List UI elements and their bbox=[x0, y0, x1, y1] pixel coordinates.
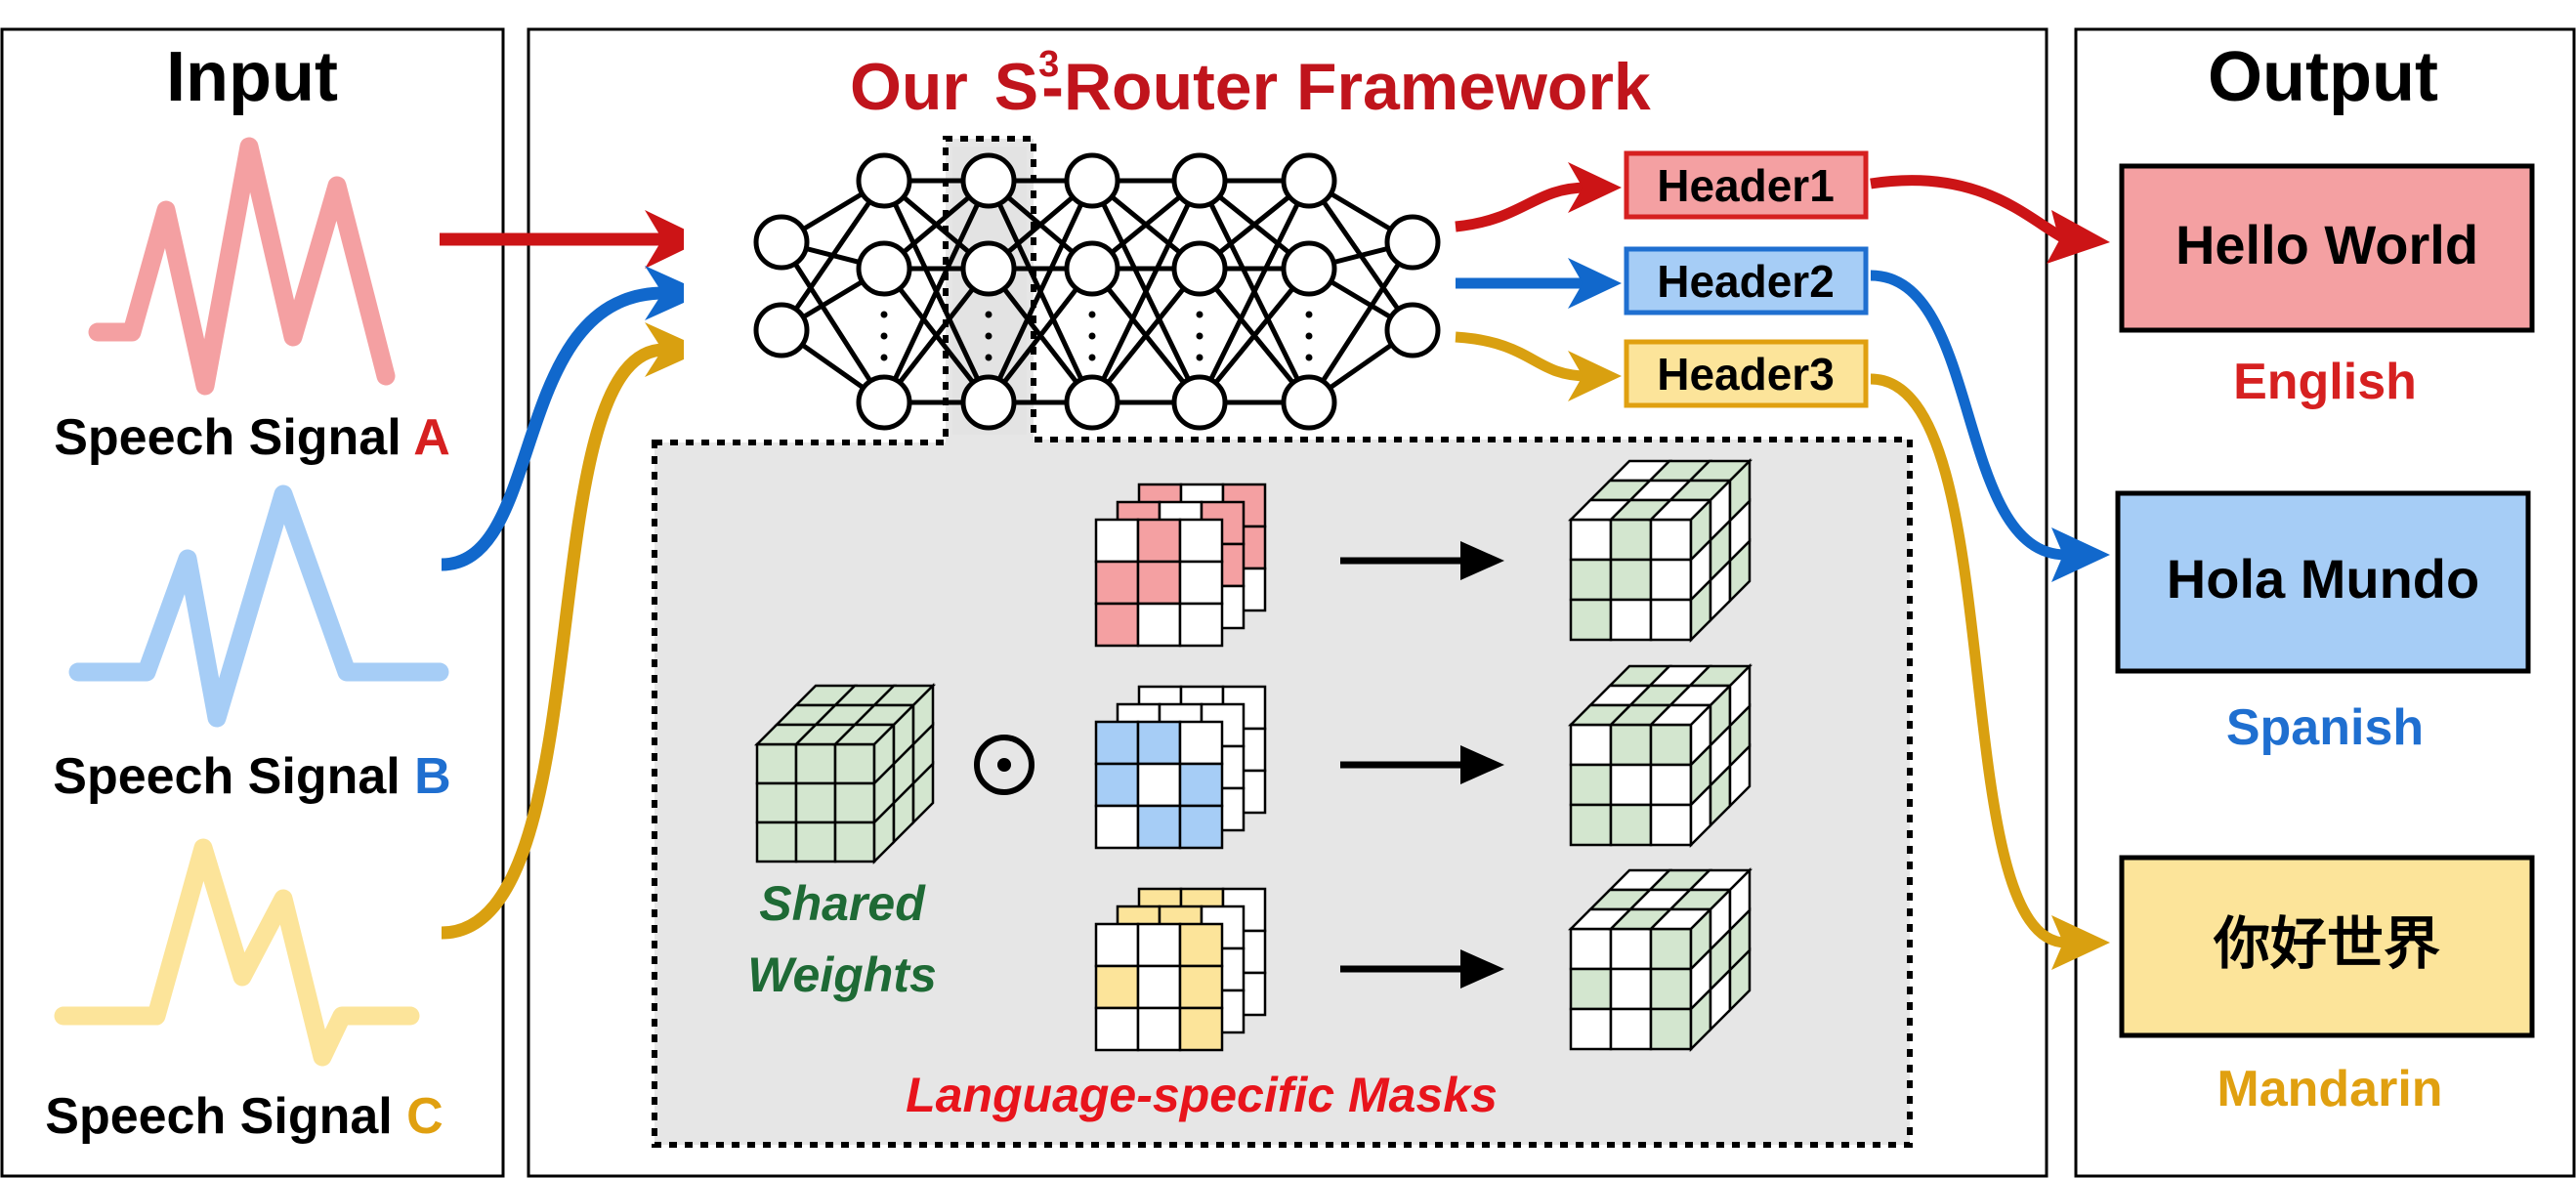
elementwise-product-symbol bbox=[974, 735, 1035, 795]
header-3-box: Header3 bbox=[1624, 339, 1869, 408]
nn-node-6-1 bbox=[1384, 302, 1441, 358]
speech-signal-c-letter: C bbox=[406, 1088, 443, 1145]
speech-signal-b-letter: B bbox=[414, 748, 451, 805]
header-2-box: Header2 bbox=[1624, 246, 1869, 316]
nn-node-1-1 bbox=[856, 240, 912, 297]
nn-node-5-2 bbox=[1281, 374, 1337, 431]
mask-arrow-3 bbox=[1340, 949, 1504, 989]
shared-weights-label-line1: Shared bbox=[759, 876, 926, 931]
nn-node-3-2 bbox=[1064, 374, 1120, 431]
nn-node-5-0 bbox=[1281, 152, 1337, 209]
input-title: Input bbox=[166, 38, 338, 116]
header-1-label: Header1 bbox=[1657, 160, 1835, 211]
output-title: Output bbox=[2208, 38, 2438, 116]
nn-ellipsis-dot bbox=[880, 311, 888, 318]
header-2-label: Header2 bbox=[1657, 256, 1835, 307]
nn-ellipsis-dot bbox=[985, 311, 992, 318]
speech-signal-b-text: Speech Signal bbox=[53, 748, 414, 805]
nn-ellipsis-dot bbox=[1196, 332, 1204, 340]
nn-ellipsis-dot bbox=[1305, 311, 1313, 318]
header1-to-output-arrow bbox=[1870, 175, 2110, 264]
output-mandarin-box: 你好世界 bbox=[2119, 855, 2535, 1038]
speech-wave-c bbox=[54, 838, 420, 1067]
mask-stack-2 bbox=[1094, 685, 1267, 850]
header-1-box: Header1 bbox=[1624, 150, 1869, 220]
output-spanish-box: Hola Mundo bbox=[2115, 490, 2531, 674]
nn-ellipsis-dot bbox=[880, 332, 888, 340]
speech-wave-a bbox=[88, 137, 396, 396]
speech-signal-a-text: Speech Signal bbox=[54, 409, 413, 466]
nn-ellipsis-dot bbox=[985, 354, 992, 361]
cubes-layer bbox=[753, 457, 1753, 1053]
output-cube-3 bbox=[1567, 866, 1753, 1053]
input-arrow-red bbox=[440, 210, 705, 269]
output-english-language: English bbox=[2233, 354, 2417, 410]
output-cube-2 bbox=[1567, 662, 1753, 849]
output-mandarin-language: Mandarin bbox=[2217, 1061, 2442, 1117]
output-cube-1 bbox=[1567, 457, 1753, 644]
framework-title-sup: 3 bbox=[1038, 44, 1059, 85]
speech-wave-b bbox=[68, 484, 449, 728]
nn-ellipsis-dot bbox=[1196, 354, 1204, 361]
nn-ellipsis-dot bbox=[1305, 354, 1313, 361]
net-to-header3-arrow bbox=[1455, 331, 1622, 401]
masks-label: Language-specific Masks bbox=[906, 1068, 1498, 1122]
input-arrow-gold bbox=[441, 322, 705, 940]
speech-signal-a-letter: A bbox=[413, 409, 450, 466]
nn-ellipsis-dot bbox=[985, 332, 992, 340]
speech-signal-a-label: Speech Signal A bbox=[54, 409, 450, 466]
framework-title-suffix: -Router Framework bbox=[1041, 50, 1651, 124]
framework-title-s: S bbox=[994, 50, 1038, 124]
nn-node-1-0 bbox=[856, 152, 912, 209]
nn-node-0-0 bbox=[753, 214, 810, 271]
nn-ellipsis-dot bbox=[1088, 311, 1096, 318]
output-english-box: Hello World bbox=[2119, 163, 2535, 333]
nn-node-2-1 bbox=[960, 240, 1017, 297]
header3-to-output-arrow bbox=[1870, 373, 2110, 970]
mask-arrow-2 bbox=[1340, 745, 1504, 784]
output-spanish-text: Hola Mundo bbox=[2167, 548, 2479, 610]
mask-arrow-1 bbox=[1340, 541, 1504, 580]
neural-network bbox=[753, 152, 1441, 431]
nn-node-3-0 bbox=[1064, 152, 1120, 209]
nn-ellipsis-dot bbox=[1088, 332, 1096, 340]
nn-node-4-1 bbox=[1171, 240, 1228, 297]
speech-signal-b-label: Speech Signal B bbox=[53, 748, 450, 805]
nn-node-2-0 bbox=[960, 152, 1017, 209]
nn-node-2-2 bbox=[960, 374, 1017, 431]
net-to-header1-arrow bbox=[1455, 162, 1622, 232]
input-arrow-blue bbox=[441, 266, 705, 571]
framework-title-prefix: Our bbox=[850, 50, 987, 124]
shared-weights-cube bbox=[753, 682, 937, 865]
output-english-text: Hello World bbox=[2175, 214, 2478, 275]
shared-weights-label-line2: Weights bbox=[747, 947, 937, 1002]
nn-node-5-1 bbox=[1281, 240, 1337, 297]
mask-stack-3 bbox=[1094, 887, 1267, 1052]
header2-to-output-arrow bbox=[1870, 270, 2110, 582]
nn-ellipsis-dot bbox=[880, 354, 888, 361]
output-mandarin-text: 你好世界 bbox=[2213, 910, 2440, 977]
nn-node-6-0 bbox=[1384, 214, 1441, 271]
framework-title: Our S3-Router Framework bbox=[850, 44, 1651, 124]
speech-signal-c-label: Speech Signal C bbox=[45, 1088, 443, 1145]
net-to-header2-arrow bbox=[1456, 258, 1622, 309]
nn-node-4-0 bbox=[1171, 152, 1228, 209]
nn-ellipsis-dot bbox=[1088, 354, 1096, 361]
nn-node-1-2 bbox=[856, 374, 912, 431]
nn-node-4-2 bbox=[1171, 374, 1228, 431]
nn-ellipsis-dot bbox=[1305, 332, 1313, 340]
nn-ellipsis-dot bbox=[1196, 311, 1204, 318]
header-3-label: Header3 bbox=[1657, 349, 1835, 400]
nn-node-0-1 bbox=[753, 302, 810, 358]
nn-node-3-1 bbox=[1064, 240, 1120, 297]
mask-stack-1 bbox=[1094, 483, 1267, 648]
output-spanish-language: Spanish bbox=[2226, 699, 2424, 756]
speech-signal-c-text: Speech Signal bbox=[45, 1088, 406, 1145]
